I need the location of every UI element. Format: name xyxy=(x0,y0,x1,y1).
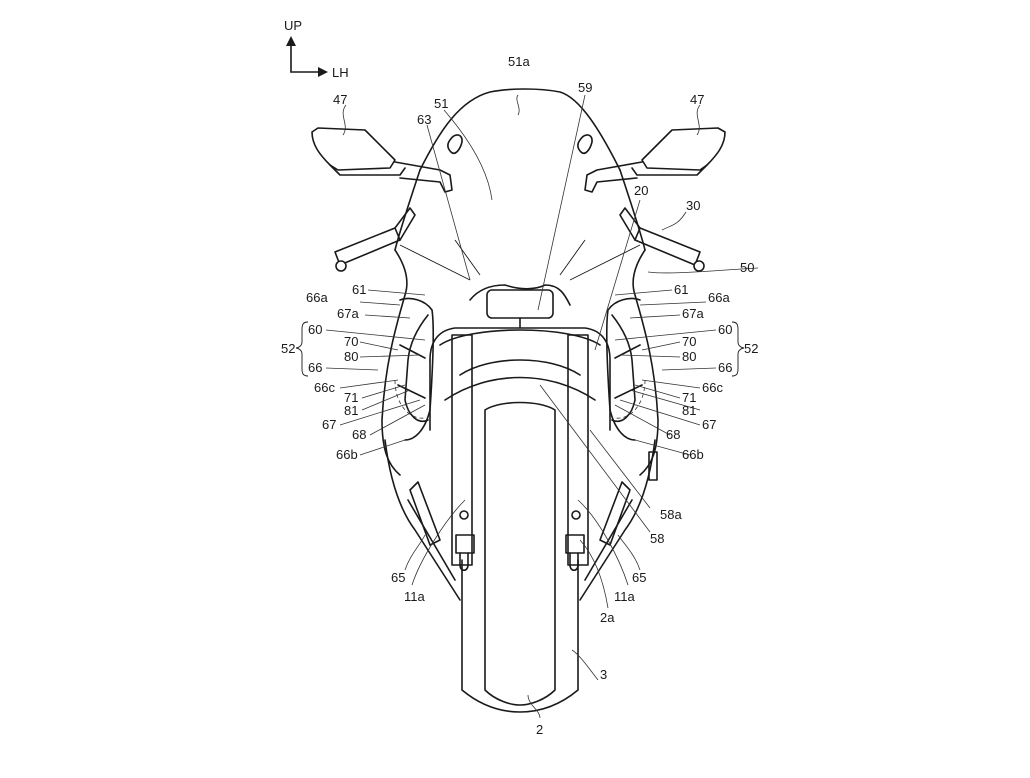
label-2: 2 xyxy=(536,722,543,737)
front-wheel xyxy=(461,401,579,713)
label-51: 51 xyxy=(434,96,448,111)
orientation-indicator: UP LH xyxy=(284,18,349,80)
label-11a-left: 11a xyxy=(404,589,425,604)
label-66-left: 66 xyxy=(308,360,322,375)
label-80-left: 80 xyxy=(344,349,358,364)
right-brace-52 xyxy=(731,321,745,377)
label-3: 3 xyxy=(600,667,607,682)
reference-labels: 47 47 51 51a 59 63 20 30 50 61 66a 67a 6… xyxy=(281,54,758,737)
label-61-right: 61 xyxy=(674,282,688,297)
leader-lines xyxy=(325,94,759,719)
label-65-left: 65 xyxy=(391,570,405,585)
headlight xyxy=(486,289,554,319)
nose-section xyxy=(429,284,611,431)
label-60-right: 60 xyxy=(718,322,732,337)
label-63: 63 xyxy=(417,112,431,127)
label-47-right: 47 xyxy=(690,92,704,107)
label-81-right: 81 xyxy=(682,403,696,418)
label-68-left: 68 xyxy=(352,427,366,442)
label-66c-right: 66c xyxy=(702,380,723,395)
label-71-right: 71 xyxy=(682,390,696,405)
label-58: 58 xyxy=(650,531,664,546)
left-winglet xyxy=(407,481,456,581)
left-brace-52 xyxy=(295,321,309,377)
right-side-bracket xyxy=(648,451,658,481)
label-52-left: 52 xyxy=(281,341,295,356)
label-20: 20 xyxy=(634,183,648,198)
label-51a: 51a xyxy=(508,54,530,69)
left-duct xyxy=(394,297,435,441)
label-59: 59 xyxy=(578,80,592,95)
label-66a-right: 66a xyxy=(708,290,730,305)
right-winglet xyxy=(584,481,633,581)
label-65-right: 65 xyxy=(632,570,646,585)
label-52-right: 52 xyxy=(744,341,758,356)
front-forks xyxy=(451,334,589,572)
left-handlebar xyxy=(334,207,416,272)
label-71-left: 71 xyxy=(344,390,358,405)
label-67a-right: 67a xyxy=(682,306,704,321)
windscreen xyxy=(394,88,646,281)
lh-label: LH xyxy=(332,65,349,80)
label-67-left: 67 xyxy=(322,417,336,432)
up-arrow-icon xyxy=(286,36,296,46)
label-30: 30 xyxy=(686,198,700,213)
label-68-right: 68 xyxy=(666,427,680,442)
label-70-left: 70 xyxy=(344,334,358,349)
right-duct xyxy=(605,297,646,441)
label-66c-left: 66c xyxy=(314,380,335,395)
up-label: UP xyxy=(284,18,302,33)
label-66a-left: 66a xyxy=(306,290,328,305)
right-arrow-icon xyxy=(318,67,328,77)
label-66b-left: 66b xyxy=(336,447,358,462)
label-80-right: 80 xyxy=(682,349,696,364)
right-mirror xyxy=(584,127,726,193)
label-81-left: 81 xyxy=(344,403,358,418)
label-67-right: 67 xyxy=(702,417,716,432)
label-2a: 2a xyxy=(600,610,615,625)
right-handlebar xyxy=(619,207,705,272)
label-67a-left: 67a xyxy=(337,306,359,321)
label-60-left: 60 xyxy=(308,322,322,337)
front-cowl xyxy=(381,249,659,601)
label-61-left: 61 xyxy=(352,282,366,297)
label-70-right: 70 xyxy=(682,334,696,349)
label-11a-right: 11a xyxy=(614,589,635,604)
label-47-left: 47 xyxy=(333,92,347,107)
left-mirror xyxy=(311,127,453,193)
label-58a: 58a xyxy=(660,507,682,522)
label-66-right: 66 xyxy=(718,360,732,375)
label-50: 50 xyxy=(740,260,754,275)
label-66b-right: 66b xyxy=(682,447,704,462)
